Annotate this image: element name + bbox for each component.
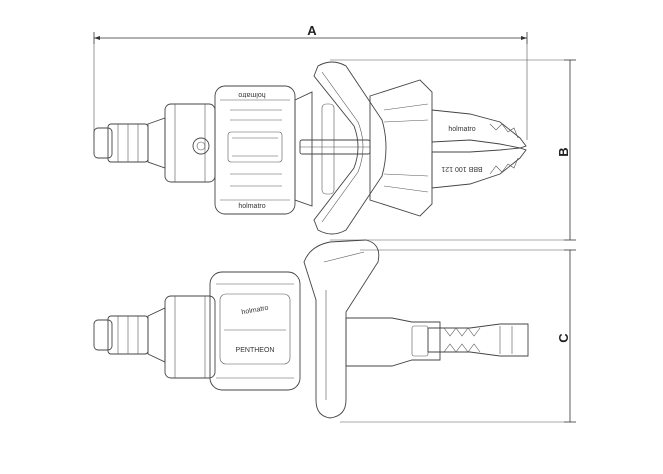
dimension-a-label: A: [307, 23, 317, 38]
top-spreader-head: [369, 79, 433, 217]
top-jaw-brand: holmatro: [448, 126, 475, 133]
top-valve-block: [164, 103, 216, 183]
dimension-c-label: C: [556, 333, 571, 343]
top-view: holmatro holmatro holma: [93, 61, 527, 235]
top-main-body: holmatro holmatro: [214, 85, 296, 215]
dimension-b-label: B: [556, 147, 571, 156]
side-main-body: holmatro PENTHEON: [209, 271, 301, 391]
dial-icon: [192, 137, 210, 155]
top-carry-handle: [313, 61, 387, 235]
top-coupler: [93, 117, 166, 169]
top-neck: [294, 91, 371, 207]
side-valve-block: [164, 295, 216, 379]
side-view: holmatro PENTHEON: [93, 239, 529, 419]
side-coupler: [93, 307, 166, 363]
top-jaw-code: BBB 100 121: [441, 165, 482, 172]
side-carry-handle: [303, 239, 380, 419]
side-model-name: PENTHEON: [236, 347, 275, 354]
top-body-brand: holmatro: [238, 203, 265, 210]
dimension-c: C: [340, 249, 576, 423]
dimension-a: A: [93, 23, 528, 140]
top-jaws: holmatro BBB 100 121: [431, 109, 527, 189]
side-jaws: [427, 323, 529, 357]
dimension-b: B: [330, 59, 576, 241]
side-spreader-head: [345, 317, 441, 367]
top-body-brand-reverse: holmatro: [238, 91, 265, 98]
side-body-brand: holmatro: [241, 305, 269, 317]
